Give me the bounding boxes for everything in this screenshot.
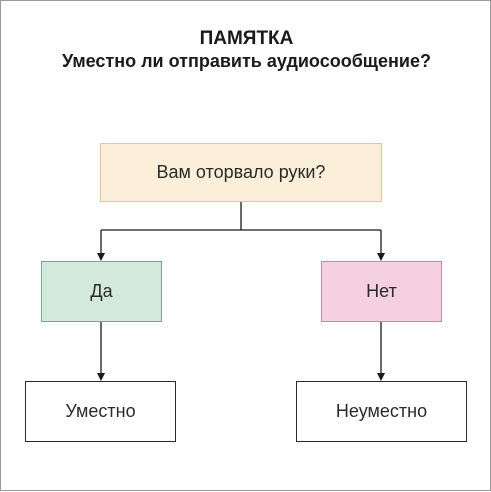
no-label: Нет — [366, 281, 397, 301]
inappropriate-label: Неуместно — [335, 401, 428, 421]
appropriate-node: Уместно — [25, 381, 176, 442]
question-node: Вам оторвало руки? — [100, 143, 382, 202]
memo-subtitle: Уместно ли отправить аудиосообщение? — [62, 51, 431, 71]
inappropriate-node: Неуместно — [296, 381, 467, 442]
no-node: Нет — [321, 261, 442, 322]
question-label: Вам оторвало руки? — [156, 162, 326, 182]
yes-node: Да — [41, 261, 162, 322]
appropriate-label: Уместно — [65, 401, 136, 421]
memo-title: ПАМЯТКА — [199, 28, 294, 49]
yes-label: Да — [90, 281, 113, 301]
